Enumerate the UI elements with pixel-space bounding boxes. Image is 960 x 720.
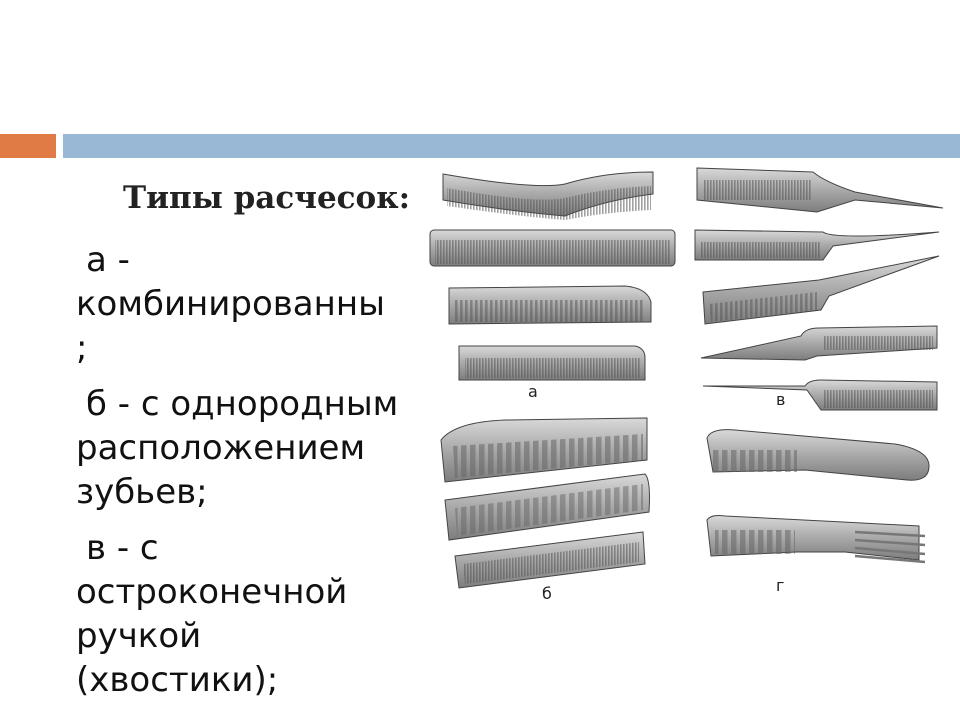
figure-label-v: в <box>776 390 786 409</box>
paragraph-v-line-3: ручкой <box>76 616 202 656</box>
accent-bar-orange <box>0 134 56 158</box>
figure-label-g: г <box>776 576 785 595</box>
comb-a-1 <box>442 171 654 220</box>
comb-g-1 <box>706 429 930 481</box>
paragraph-v-line-1: в - с <box>86 528 159 568</box>
comb-v-2 <box>694 229 940 261</box>
paragraph-b: б - с однородным расположением зубьев; <box>0 382 430 514</box>
figure-label-b: б <box>542 584 552 603</box>
paragraph-v-line-4: (хвостики); <box>76 660 279 700</box>
comb-v-3 <box>702 255 940 325</box>
combs-illustration: а б в г <box>425 160 955 610</box>
paragraph-a-line-3: ; <box>76 328 88 368</box>
slide-title: Типы расчесок: <box>123 180 411 216</box>
comb-v-5 <box>702 379 938 411</box>
paragraph-v: в - с остроконечной ручкой (хвостики); <box>0 526 430 702</box>
accent-bar-blue <box>63 134 960 158</box>
text-column: а - комбинированны ; б - с однородным ра… <box>0 238 430 720</box>
comb-b-1 <box>440 417 648 483</box>
paragraph-a-line-2: комбинированны <box>76 284 385 324</box>
comb-g-2 <box>706 515 926 564</box>
comb-a-4 <box>458 345 646 381</box>
paragraph-v-line-2: остроконечной <box>76 572 348 612</box>
combs-illustration-svg <box>429 167 944 589</box>
comb-v-1 <box>696 167 944 213</box>
paragraph-b-line-1: б - с однородным <box>86 384 399 424</box>
paragraph-a: а - комбинированны ; <box>0 238 430 370</box>
paragraph-b-line-2: расположением <box>76 428 366 468</box>
comb-a-3 <box>448 285 652 325</box>
comb-a-2 <box>429 229 676 267</box>
comb-b-3 <box>454 531 646 589</box>
comb-b-2 <box>444 473 650 541</box>
paragraph-a-line-1: а - <box>86 240 130 280</box>
figure-label-a: а <box>528 382 538 401</box>
comb-v-4 <box>700 325 938 361</box>
paragraph-b-line-3: зубьев; <box>76 472 208 512</box>
